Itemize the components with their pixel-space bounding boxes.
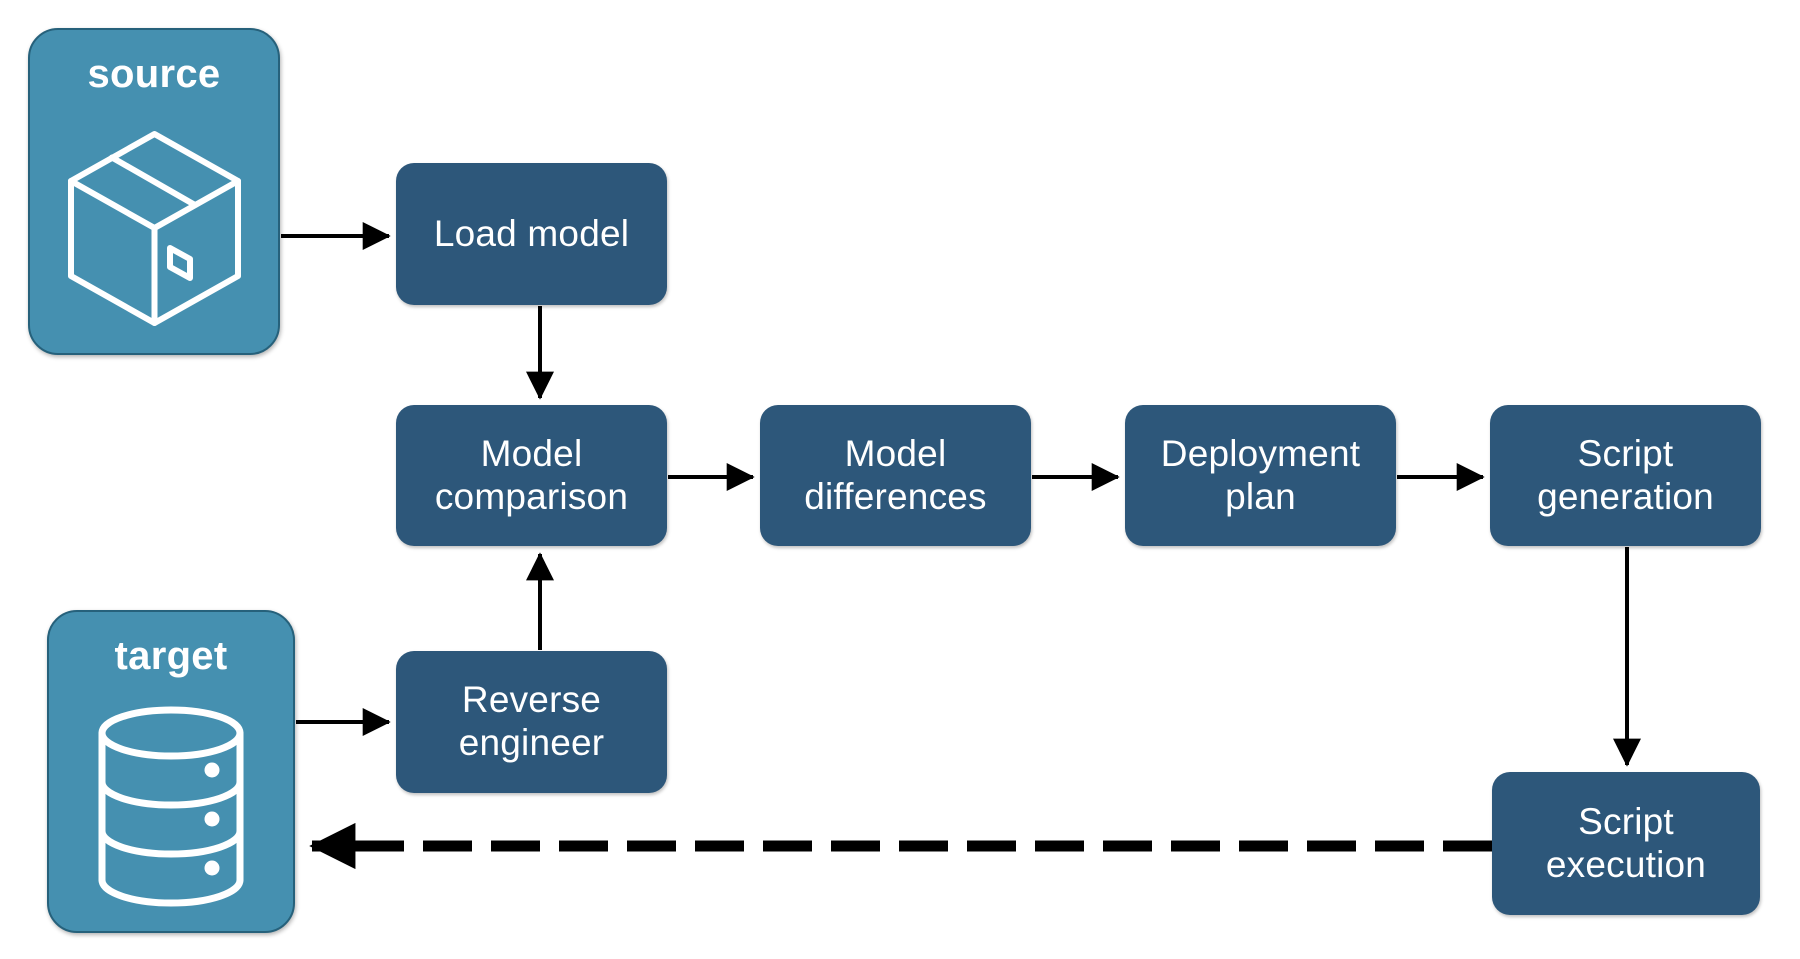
process-script-execution-label-1: Script — [1578, 800, 1674, 842]
process-model-differences-label-2: differences — [804, 475, 987, 517]
process-load-model[interactable]: Load model — [396, 163, 667, 305]
process-reverse-engineer-label-2: engineer — [458, 722, 605, 763]
process-model-differences-label-1: Model — [844, 432, 947, 474]
process-script-generation-label-2: generation — [1537, 475, 1714, 517]
endpoint-target-title: target — [114, 634, 228, 678]
process-load-model-label-1: Load model — [433, 212, 630, 254]
database-cylinder-icon — [49, 685, 293, 931]
process-model-comparison-label-1: Model — [480, 432, 583, 474]
process-reverse-engineer-label-1: Reverse — [461, 679, 602, 721]
process-script-generation[interactable]: Script generation — [1490, 405, 1761, 546]
process-reverse-engineer[interactable]: Reverse engineer — [396, 651, 667, 793]
process-model-differences[interactable]: Model differences — [760, 405, 1031, 546]
package-box-icon — [30, 103, 278, 353]
process-script-execution[interactable]: Script execution — [1492, 772, 1760, 915]
endpoint-source[interactable]: source — [28, 28, 280, 355]
process-model-comparison[interactable]: Model comparison — [396, 405, 667, 546]
process-deployment-plan[interactable]: Deployment plan — [1125, 405, 1396, 546]
process-deployment-plan-label-2: plan — [1225, 475, 1296, 517]
process-deployment-plan-label-1: Deployment — [1160, 432, 1361, 474]
process-script-generation-label-1: Script — [1577, 432, 1674, 474]
endpoint-target[interactable]: target — [47, 610, 295, 933]
endpoint-source-title: source — [87, 52, 221, 96]
process-script-execution-label-2: execution — [1545, 843, 1707, 885]
process-model-comparison-label-2: comparison — [434, 475, 629, 517]
